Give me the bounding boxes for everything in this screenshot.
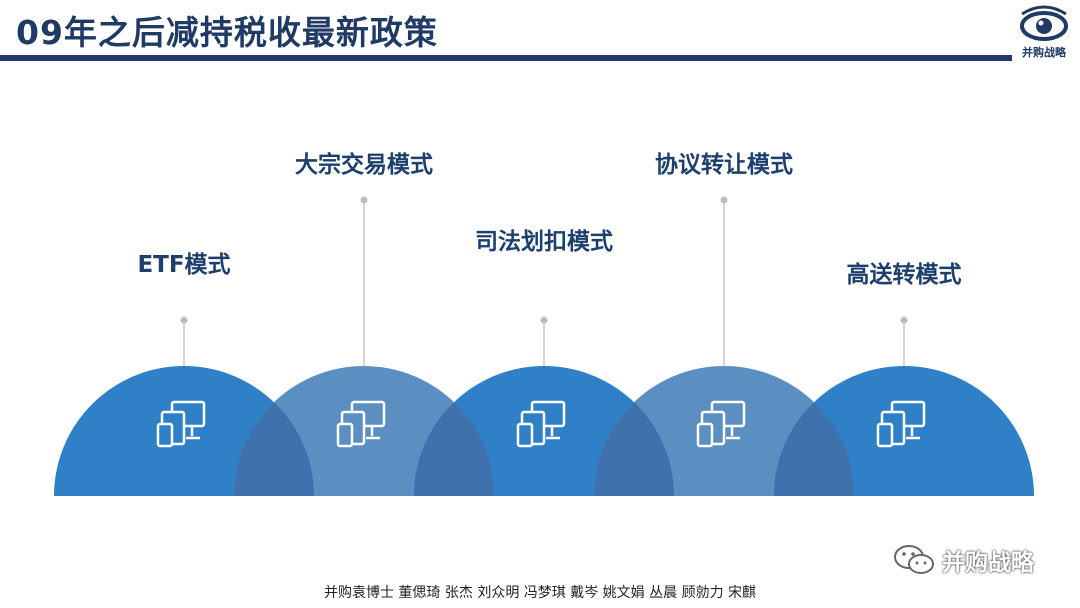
connector-dot-5 [900, 316, 908, 324]
page-title: 09年之后减持税收最新政策 [16, 13, 438, 52]
dome-overlap-3 [594, 402, 674, 496]
connector-dot-1 [180, 316, 188, 324]
devices-icon [516, 400, 566, 448]
devices-icon [336, 400, 386, 448]
connector-dot-4 [720, 196, 728, 204]
watermark-text: 并购战略 [942, 550, 1034, 576]
footer-credits: 并购袁博士 董偲琦 张杰 刘众明 冯梦琪 戴岑 姚文娟 丛晨 顾勍力 宋麒 [323, 585, 757, 601]
title-rule [0, 55, 1012, 61]
dome-overlap-2 [414, 402, 494, 496]
eye-logo-icon [1020, 5, 1068, 41]
devices-icon [696, 400, 746, 448]
dome-overlap-1 [234, 402, 314, 496]
connector-dot-3 [540, 316, 548, 324]
mode-label-2: 大宗交易模式 [295, 152, 433, 178]
mode-label-1: ETF模式 [137, 252, 231, 278]
connector-dot-2 [360, 196, 368, 204]
wechat-icon [894, 545, 934, 574]
brand-logo-text: 并购战略 [1022, 46, 1066, 59]
mode-label-4: 协议转让模式 [655, 152, 793, 178]
mode-label-3: 司法划扣模式 [475, 229, 613, 255]
devices-icon [876, 400, 926, 448]
mode-label-5: 高送转模式 [846, 262, 962, 288]
watermark: 并购战略 [892, 540, 1067, 580]
dome-overlap-4 [774, 402, 854, 496]
devices-icon [156, 400, 206, 448]
